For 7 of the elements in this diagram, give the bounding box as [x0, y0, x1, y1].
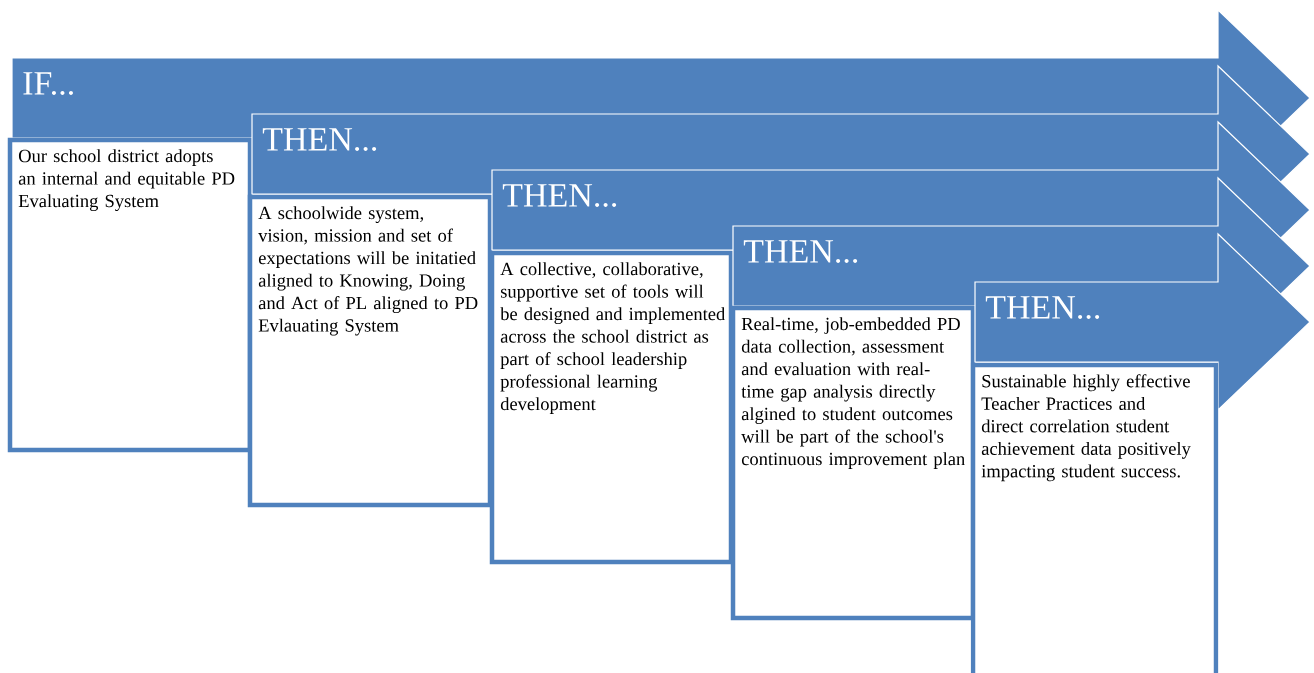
node-label: IF... [23, 72, 73, 95]
text-box: Real-time, job-embedded PD data collection, assessment and evaluation with real-time gap analysis directly algined to student outcomes will be part of the school's continuous improvement plan [730, 305, 976, 621]
text-box: Sustainable highly effective Teacher Practices and direct correlation student achievement data positively impacting student success. [970, 362, 1219, 673]
text-box: Our school district adopts an internal and equitable PD Evaluating System [7, 137, 253, 453]
text-box: A collective, collaborative, supportive set of tools will be designed and implemented across the school district as part of school leadership professional learning development [489, 250, 734, 565]
node-label: THEN... [262, 128, 377, 151]
text-box: A schoolwide system, vision, mission and set of expectations will be initatied aligned to Knowing, Doing and Act of PL aligned to PD Evlauating System [247, 194, 493, 508]
